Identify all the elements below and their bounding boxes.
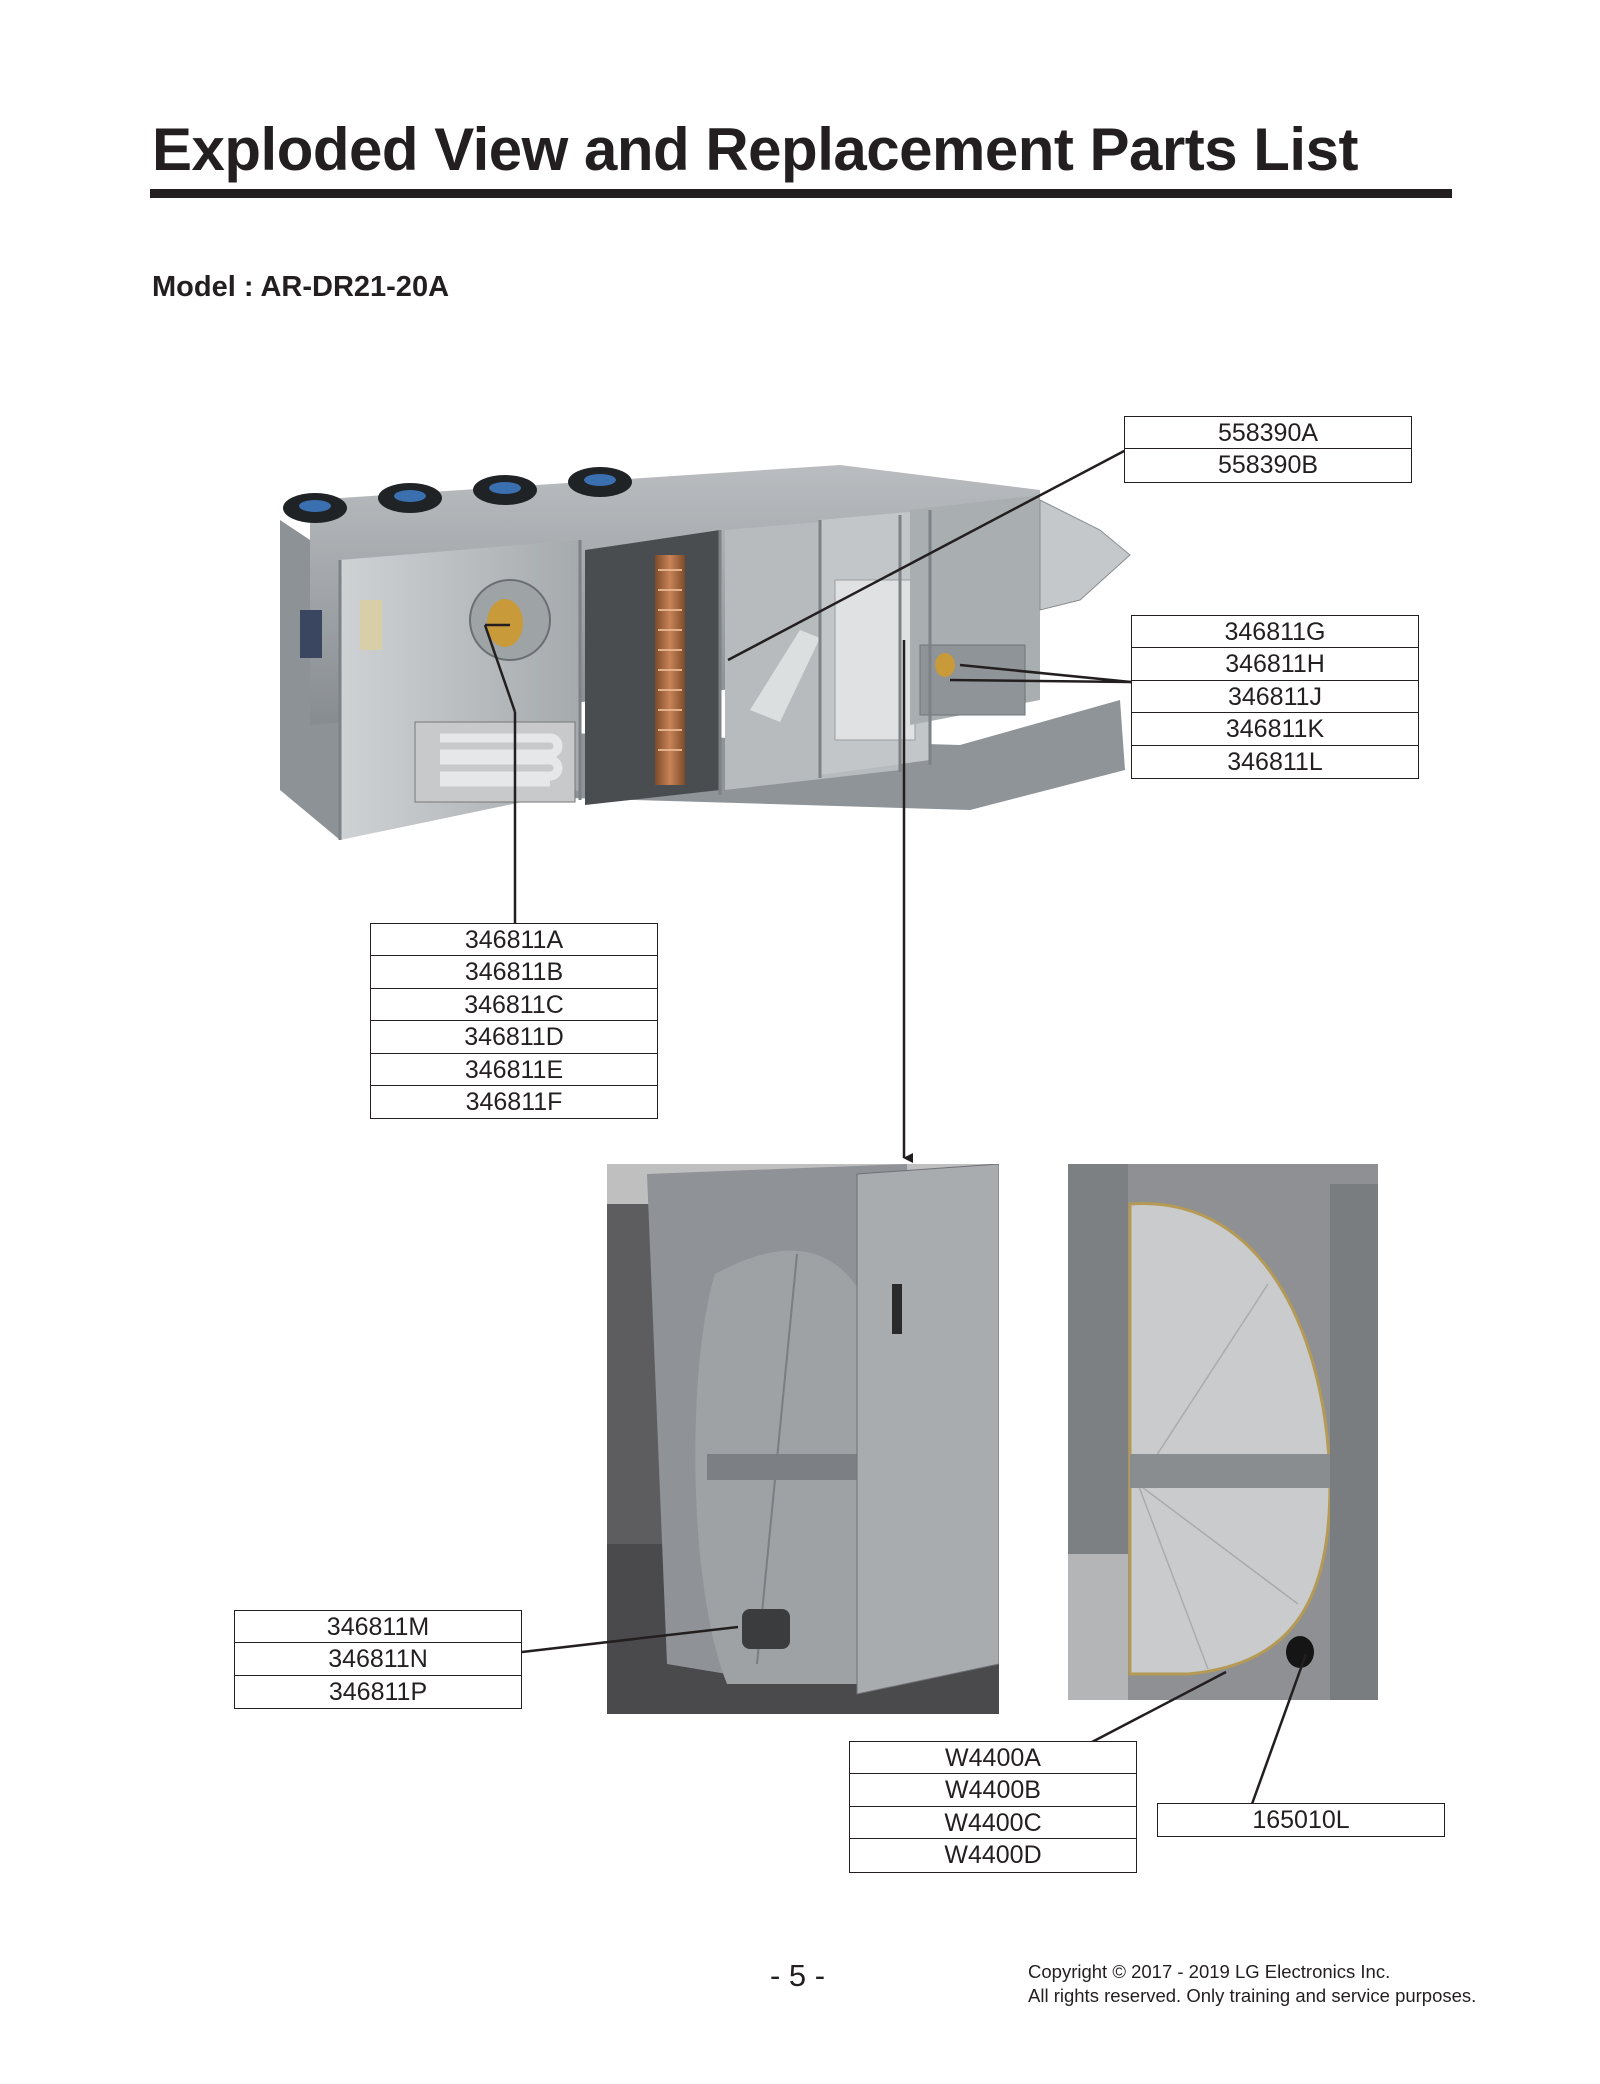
part-number: 558390A bbox=[1125, 417, 1411, 450]
part-number: W4400B bbox=[850, 1774, 1136, 1807]
parts-box-damper-actuator: 558390A 558390B bbox=[1124, 416, 1412, 483]
energy-wheel-door-photo bbox=[607, 1164, 999, 1714]
part-number: 346811E bbox=[371, 1054, 657, 1086]
part-number: 346811B bbox=[371, 956, 657, 989]
part-number: 346811H bbox=[1132, 648, 1418, 681]
part-number: 346811J bbox=[1132, 681, 1418, 714]
parts-box-right-blower: 346811G 346811H 346811J 346811K 346811L bbox=[1131, 615, 1419, 779]
part-number: 558390B bbox=[1217, 451, 1319, 480]
part-number: W4400A bbox=[850, 1742, 1136, 1775]
part-number: 346811F bbox=[465, 1087, 563, 1116]
part-number: 346811N bbox=[235, 1643, 521, 1676]
part-number: 346811K bbox=[1132, 713, 1418, 746]
part-number: 346811G bbox=[1132, 616, 1418, 649]
copyright-notice: Copyright © 2017 - 2019 LG Electronics I… bbox=[1028, 1960, 1476, 2008]
condenser-fan-icon bbox=[283, 467, 632, 523]
parts-box-wheel-belt: W4400A W4400B W4400C W4400D bbox=[849, 1741, 1137, 1873]
parts-box-wheel-bearing: 165010L bbox=[1157, 1803, 1445, 1838]
part-number: W4400C bbox=[850, 1807, 1136, 1840]
model-label: Model : AR-DR21-20A bbox=[152, 271, 450, 303]
parts-box-wheel-motor: 346811M 346811N 346811P bbox=[234, 1610, 522, 1710]
copyright-line-1: Copyright © 2017 - 2019 LG Electronics I… bbox=[1028, 1961, 1391, 1982]
part-number: 346811D bbox=[371, 1021, 657, 1054]
part-number: W4400D bbox=[944, 1841, 1042, 1870]
page-number: - 5 - bbox=[770, 1958, 826, 1993]
motor-icon bbox=[742, 1609, 790, 1649]
part-number: 346811A bbox=[371, 924, 657, 957]
page-title: Exploded View and Replacement Parts List bbox=[152, 116, 1358, 183]
dehumidifier-unit-illustration bbox=[280, 465, 1131, 840]
part-number: 346811P bbox=[328, 1677, 428, 1706]
title-underline bbox=[150, 189, 1452, 198]
part-number: 346811C bbox=[371, 989, 657, 1022]
part-number: 346811M bbox=[235, 1611, 521, 1644]
parts-box-left-blower: 346811A 346811B 346811C 346811D 346811E … bbox=[370, 923, 658, 1120]
part-number: 165010L bbox=[1252, 1806, 1350, 1834]
part-number: 346811L bbox=[1227, 747, 1323, 776]
copyright-line-2: All rights reserved. Only training and s… bbox=[1028, 1985, 1477, 2006]
energy-wheel-closeup-photo bbox=[1068, 1164, 1378, 1700]
